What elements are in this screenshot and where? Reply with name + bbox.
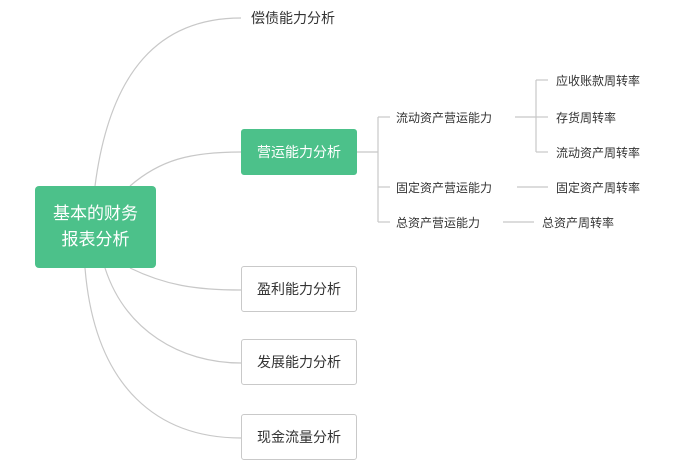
branch-profitability-label: 盈利能力分析: [257, 282, 341, 298]
branch-development[interactable]: 发展能力分析: [241, 339, 357, 385]
leaf-fixed-assets-turnover[interactable]: 固定资产周转率: [556, 181, 641, 195]
leaf-current-assets-turnover[interactable]: 流动资产周转率: [556, 146, 641, 160]
edge-root-cashflow: [84, 267, 242, 439]
branch-development-label: 发展能力分析: [257, 355, 341, 371]
root-label-line2: 报表分析: [61, 230, 130, 250]
node-total-assets[interactable]: 总资产营运能力: [396, 216, 481, 230]
branch-cashflow[interactable]: 现金流量分析: [241, 414, 357, 460]
edge-root-operating: [129, 151, 242, 187]
leaf-total-assets-turnover[interactable]: 总资产周转率: [542, 216, 615, 230]
branch-operating-label: 营运能力分析: [257, 145, 341, 161]
node-current-assets[interactable]: 流动资产营运能力: [396, 111, 493, 125]
edge-root-development: [104, 267, 242, 364]
root-label-line1: 基本的财务: [53, 204, 138, 224]
branch-operating[interactable]: 营运能力分析: [241, 129, 357, 175]
leaf-receivables-turnover[interactable]: 应收账款周转率: [556, 74, 641, 88]
branch-solvency[interactable]: 偿债能力分析: [251, 11, 335, 27]
node-fixed-assets[interactable]: 固定资产营运能力: [396, 181, 493, 195]
leaf-inventory-turnover[interactable]: 存货周转率: [556, 111, 617, 125]
edge-root-solvency: [94, 17, 242, 187]
branch-profitability[interactable]: 盈利能力分析: [241, 266, 357, 312]
branch-cashflow-label: 现金流量分析: [257, 430, 341, 446]
edge-root-profitability: [129, 267, 242, 291]
root-node[interactable]: 基本的财务 报表分析: [35, 186, 156, 268]
